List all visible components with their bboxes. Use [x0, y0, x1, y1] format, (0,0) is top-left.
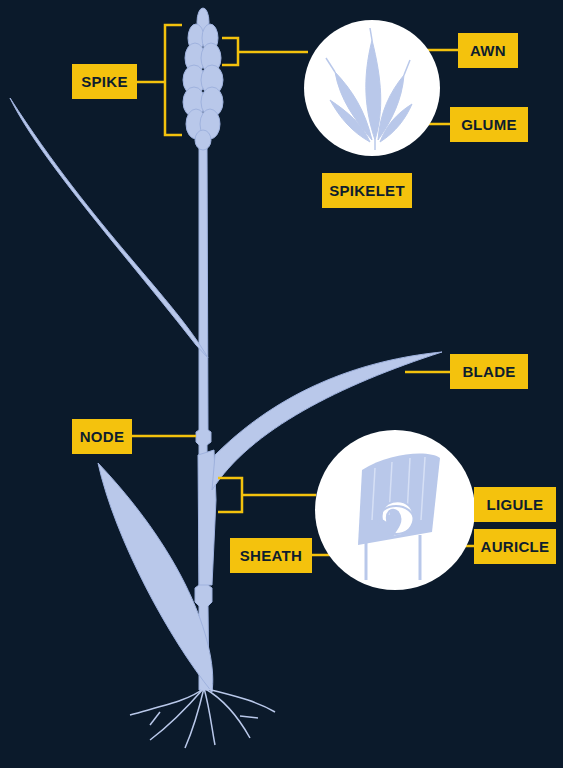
- part-name: LIGULE: [487, 496, 544, 513]
- label-box: SHEATH: [230, 538, 312, 573]
- part-name: AWN: [470, 42, 506, 59]
- inset-circle: [315, 430, 475, 590]
- label-box: LIGULE: [474, 487, 556, 522]
- label-box: NODE: [72, 419, 132, 454]
- part-name: AURICLE: [481, 538, 550, 555]
- stem: [195, 145, 212, 690]
- part-name: SPIKE: [81, 73, 128, 90]
- leaf: [98, 463, 213, 692]
- spike: [183, 8, 223, 150]
- part-name: SPIKELET: [329, 182, 405, 199]
- label-box: SPIKE: [72, 64, 137, 99]
- label-box: GLUME: [450, 107, 528, 142]
- part-name: NODE: [80, 428, 125, 445]
- label-box: AURICLE: [474, 529, 556, 564]
- spikelet-drawing: [326, 28, 412, 150]
- part-name: BLADE: [462, 363, 515, 380]
- label-box: BLADE: [450, 354, 528, 389]
- leaf: [10, 98, 208, 358]
- label-box: AWN: [458, 33, 518, 68]
- label-box: SPIKELET: [322, 173, 412, 208]
- part-name: GLUME: [461, 116, 517, 133]
- inset-circle: [304, 20, 440, 156]
- part-name: SHEATH: [240, 547, 302, 564]
- roots: [130, 688, 275, 748]
- ligule-drawing: [358, 454, 440, 580]
